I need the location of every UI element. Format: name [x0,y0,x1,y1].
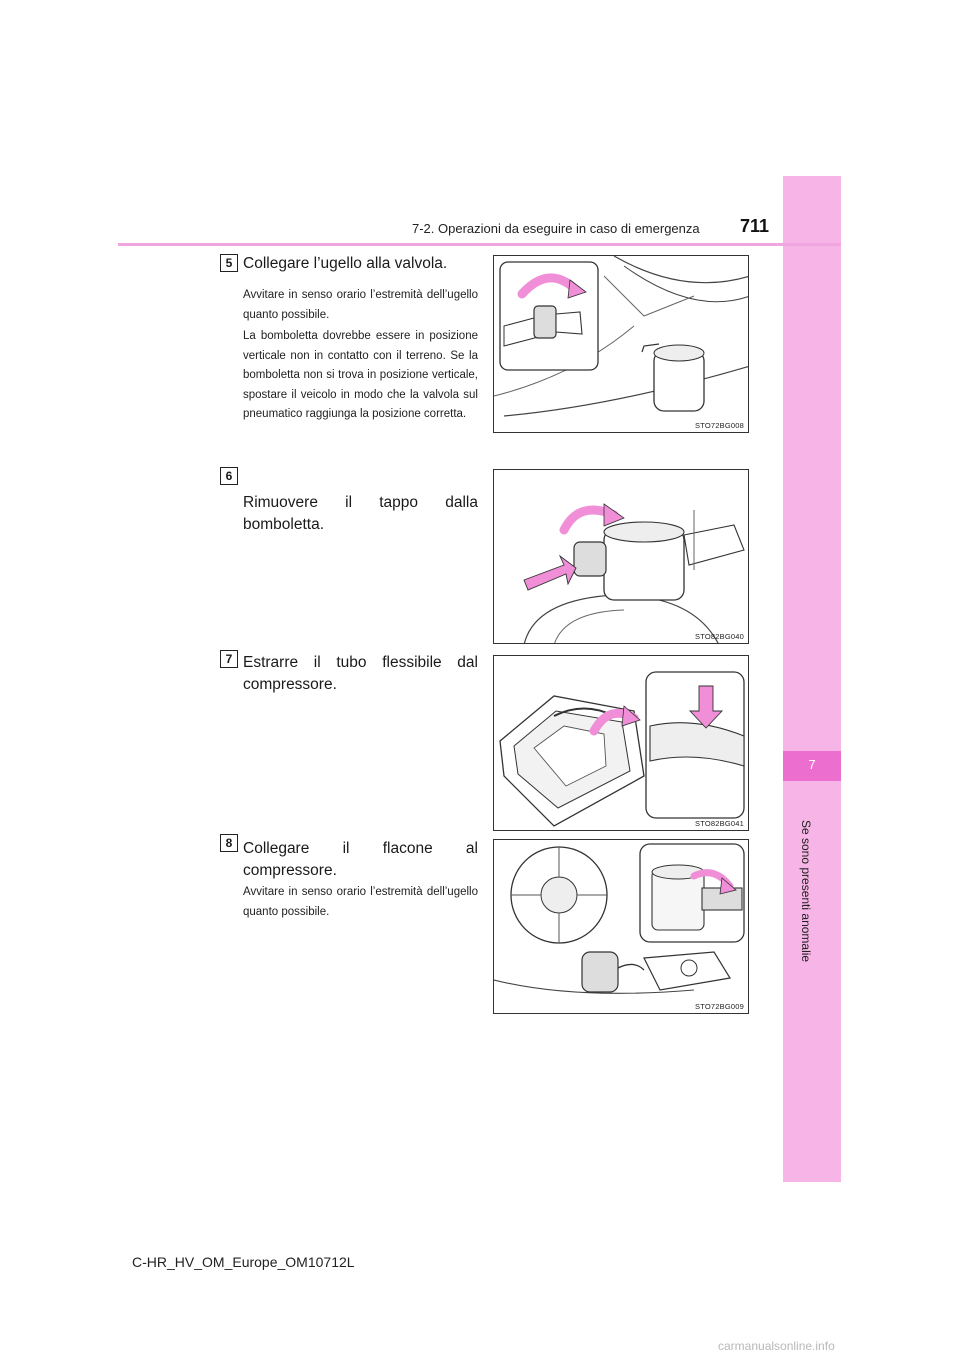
section-header: 7-2. Operazioni da eseguire in caso di e… [412,221,700,236]
step-title-5: Collegare l’ugello alla valvola. [243,255,448,272]
figure-remove-cap: STO82BG040 [493,469,749,644]
step-title-8-text: Collegare il flacone al compressore. [243,840,478,879]
page-number: 711 [740,216,770,236]
illustration-connect-bottle [494,843,745,994]
illustration-nozzle-valve [494,256,748,417]
illustration-remove-cap [523,503,745,643]
chapter-number: 7 [808,757,816,772]
watermark: carmanualsonline.info [718,1339,835,1353]
chapter-number-marker [783,751,841,781]
step-5-paragraph-2: La bomboletta dovrebbe essere in posizio… [243,330,478,420]
step-title-7-text: Estrarre il tubo flessibile dal compress… [243,654,478,693]
step-title-6: Rimuovere il tappo dalla bomboletta. [243,492,478,536]
figure-code: STO72BG009 [695,1002,744,1011]
figure-connect-bottle: STO72BG009 [493,839,749,1014]
step-number-8: 8 [220,834,238,852]
header-rule [118,243,841,246]
step-number-5: 5 [220,254,238,272]
step-number-7: 7 [220,650,238,668]
document-code: C-HR_HV_OM_Europe_OM10712L [132,1254,355,1270]
step-number-6: 6 [220,467,238,485]
step-5-paragraph-1: Avvitare in senso orario l’estremità del… [243,289,478,321]
chapter-side-tab [783,176,841,1182]
step-title-8: Collegare il flacone al compressore. [243,838,478,882]
figure-nozzle-to-valve: STO72BG008 [493,255,749,433]
step-title-6-text: Rimuovere il tappo dalla bomboletta. [243,494,478,533]
figure-code: STO72BG008 [695,421,744,430]
figure-code: STO82BG040 [695,632,744,641]
figure-code: STO82BG041 [695,819,744,828]
step-8-paragraph-1: Avvitare in senso orario l’estremità del… [243,886,478,918]
illustration-extract-hose [499,671,745,827]
step-title-7: Estrarre il tubo flessibile dal compress… [243,652,478,696]
chapter-title: Se sono presenti anomalie [799,820,813,963]
figure-extract-hose: STO82BG041 [493,655,749,831]
